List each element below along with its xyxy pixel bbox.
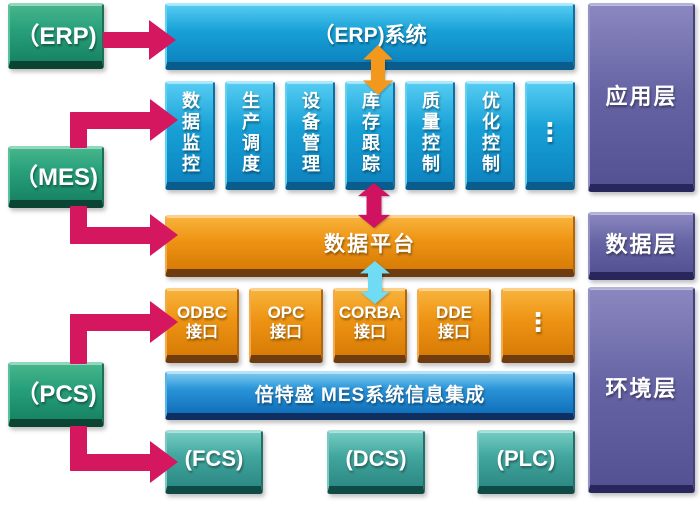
arrow-head-icon — [149, 20, 176, 60]
interface-type: 接口 — [353, 324, 386, 342]
arrow-shaft — [70, 112, 152, 129]
integration-banner: 倍特盛 MES系统信息集成 — [165, 371, 575, 420]
arrow-head-icon — [150, 441, 178, 483]
arrow-shaft — [70, 454, 152, 471]
mes-modules-row: 数据监控 生产调度 设备管理 库存跟踪 质量控制 优化控制 ⋮ — [165, 81, 575, 190]
interface-type: 接口 — [185, 324, 218, 342]
module-more-ellipsis: ⋮ — [525, 81, 575, 190]
module-label: 优化控制 — [480, 90, 500, 175]
layer-data: 数据层 — [588, 212, 695, 280]
fcs-box: (FCS) — [165, 430, 263, 494]
plc-box: (PLC) — [477, 430, 575, 494]
arrow-shaft — [70, 314, 152, 331]
interface-type: 接口 — [437, 324, 470, 342]
interface-name: OPC — [267, 302, 305, 322]
module-label: 设备管理 — [300, 90, 320, 175]
module-label: 质量控制 — [420, 90, 440, 175]
interface-opc: OPC 接口 — [249, 288, 323, 363]
interface-odbc: ODBC 接口 — [165, 288, 239, 363]
mes-system-box: （MES) — [8, 146, 104, 208]
ellipsis-icon: ⋮ — [525, 306, 551, 337]
module-label: 数据监控 — [180, 90, 200, 175]
pcs-system-box: （PCS) — [8, 362, 104, 427]
interface-more-ellipsis: ⋮ — [501, 288, 575, 363]
module-quality-control: 质量控制 — [405, 81, 455, 190]
layer-application: 应用层 — [588, 3, 695, 192]
arrow-head-icon — [150, 99, 178, 141]
module-production-scheduling: 生产调度 — [225, 81, 275, 190]
bidirectional-arrow-modules-platform-icon — [358, 183, 390, 228]
arrow-shaft — [103, 32, 151, 48]
interface-name: CORBA — [338, 302, 402, 322]
arrow-head-icon — [150, 214, 178, 256]
interface-name: DDE — [436, 302, 472, 322]
module-optimization-control: 优化控制 — [465, 81, 515, 190]
dcs-box: (DCS) — [327, 430, 425, 494]
arrow-shaft — [70, 227, 152, 244]
interfaces-row: ODBC 接口 OPC 接口 CORBA 接口 DDE 接口 ⋮ — [165, 288, 575, 363]
module-equipment-management: 设备管理 — [285, 81, 335, 190]
layer-environment: 环境层 — [588, 287, 695, 493]
arrow-head-icon — [150, 301, 178, 343]
interface-name: ODBC — [176, 302, 228, 322]
module-inventory-tracking: 库存跟踪 — [345, 81, 395, 190]
interface-dde: DDE 接口 — [417, 288, 491, 363]
interface-type: 接口 — [269, 324, 302, 342]
bidirectional-arrow-erp-modules-icon — [363, 45, 393, 95]
module-label: 库存跟踪 — [360, 90, 380, 175]
bidirectional-arrow-platform-interfaces-icon — [360, 261, 390, 304]
module-label: 生产调度 — [240, 90, 260, 175]
erp-system-box: （ERP) — [8, 3, 104, 69]
ellipsis-icon: ⋮ — [535, 117, 566, 148]
